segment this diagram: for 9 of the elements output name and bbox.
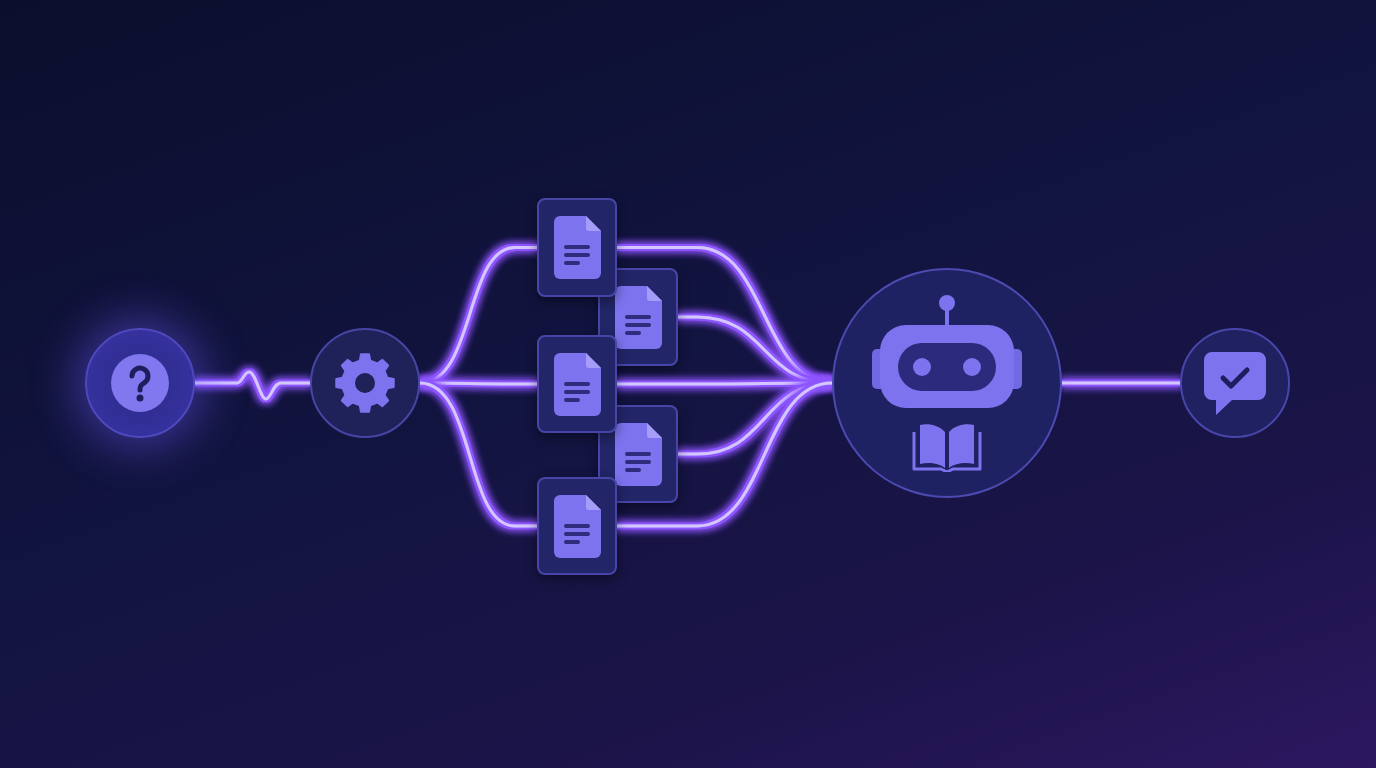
connector-line — [419, 246, 537, 385]
connector-line — [617, 381, 833, 528]
document-card — [537, 335, 617, 433]
query-node — [85, 328, 195, 438]
connector-line — [678, 315, 833, 385]
document-card — [537, 477, 617, 575]
connector-line — [419, 381, 537, 528]
document-card — [537, 198, 617, 297]
connector-line — [1062, 381, 1180, 385]
